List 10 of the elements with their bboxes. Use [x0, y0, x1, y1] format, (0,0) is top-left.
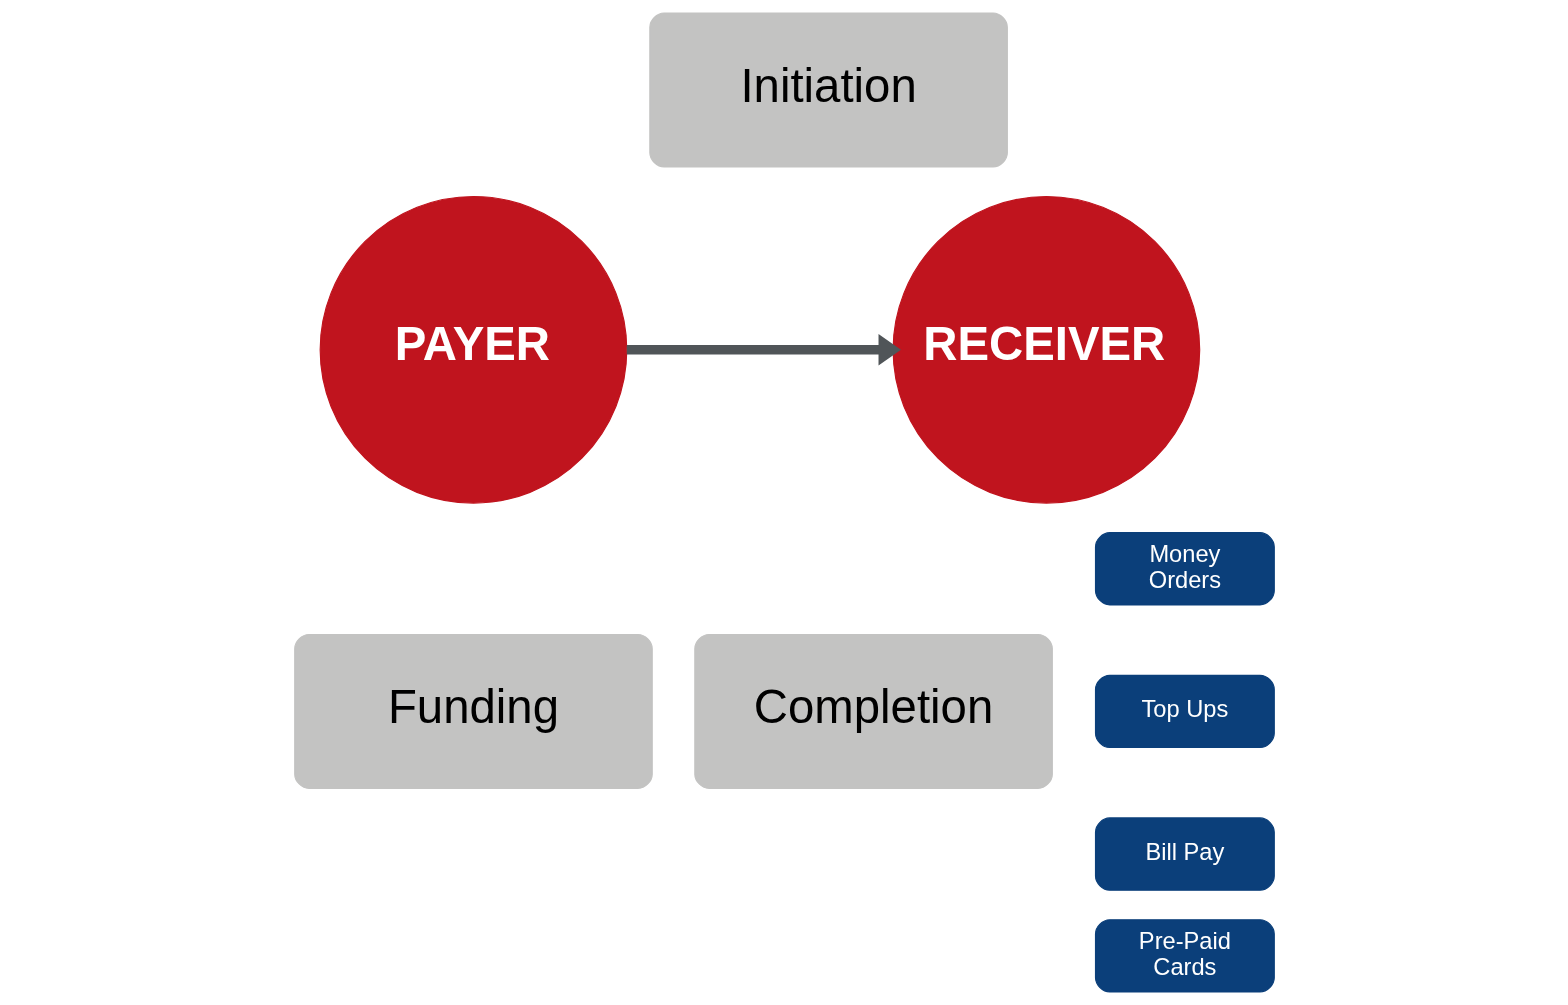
node-box: Money Orders — [1094, 532, 1275, 606]
node-box: Pre-Paid Cards — [1094, 919, 1275, 993]
node-box: Funding — [293, 633, 653, 789]
node-box: Initiation — [648, 12, 1008, 168]
node-box: Completion — [693, 633, 1053, 789]
node-box: Top Ups — [1094, 674, 1275, 749]
arrow — [626, 334, 901, 366]
node-circle: RECEIVER — [892, 195, 1200, 504]
node-box: Bill Pay — [1094, 817, 1275, 891]
node-circle: PAYER — [319, 195, 627, 504]
